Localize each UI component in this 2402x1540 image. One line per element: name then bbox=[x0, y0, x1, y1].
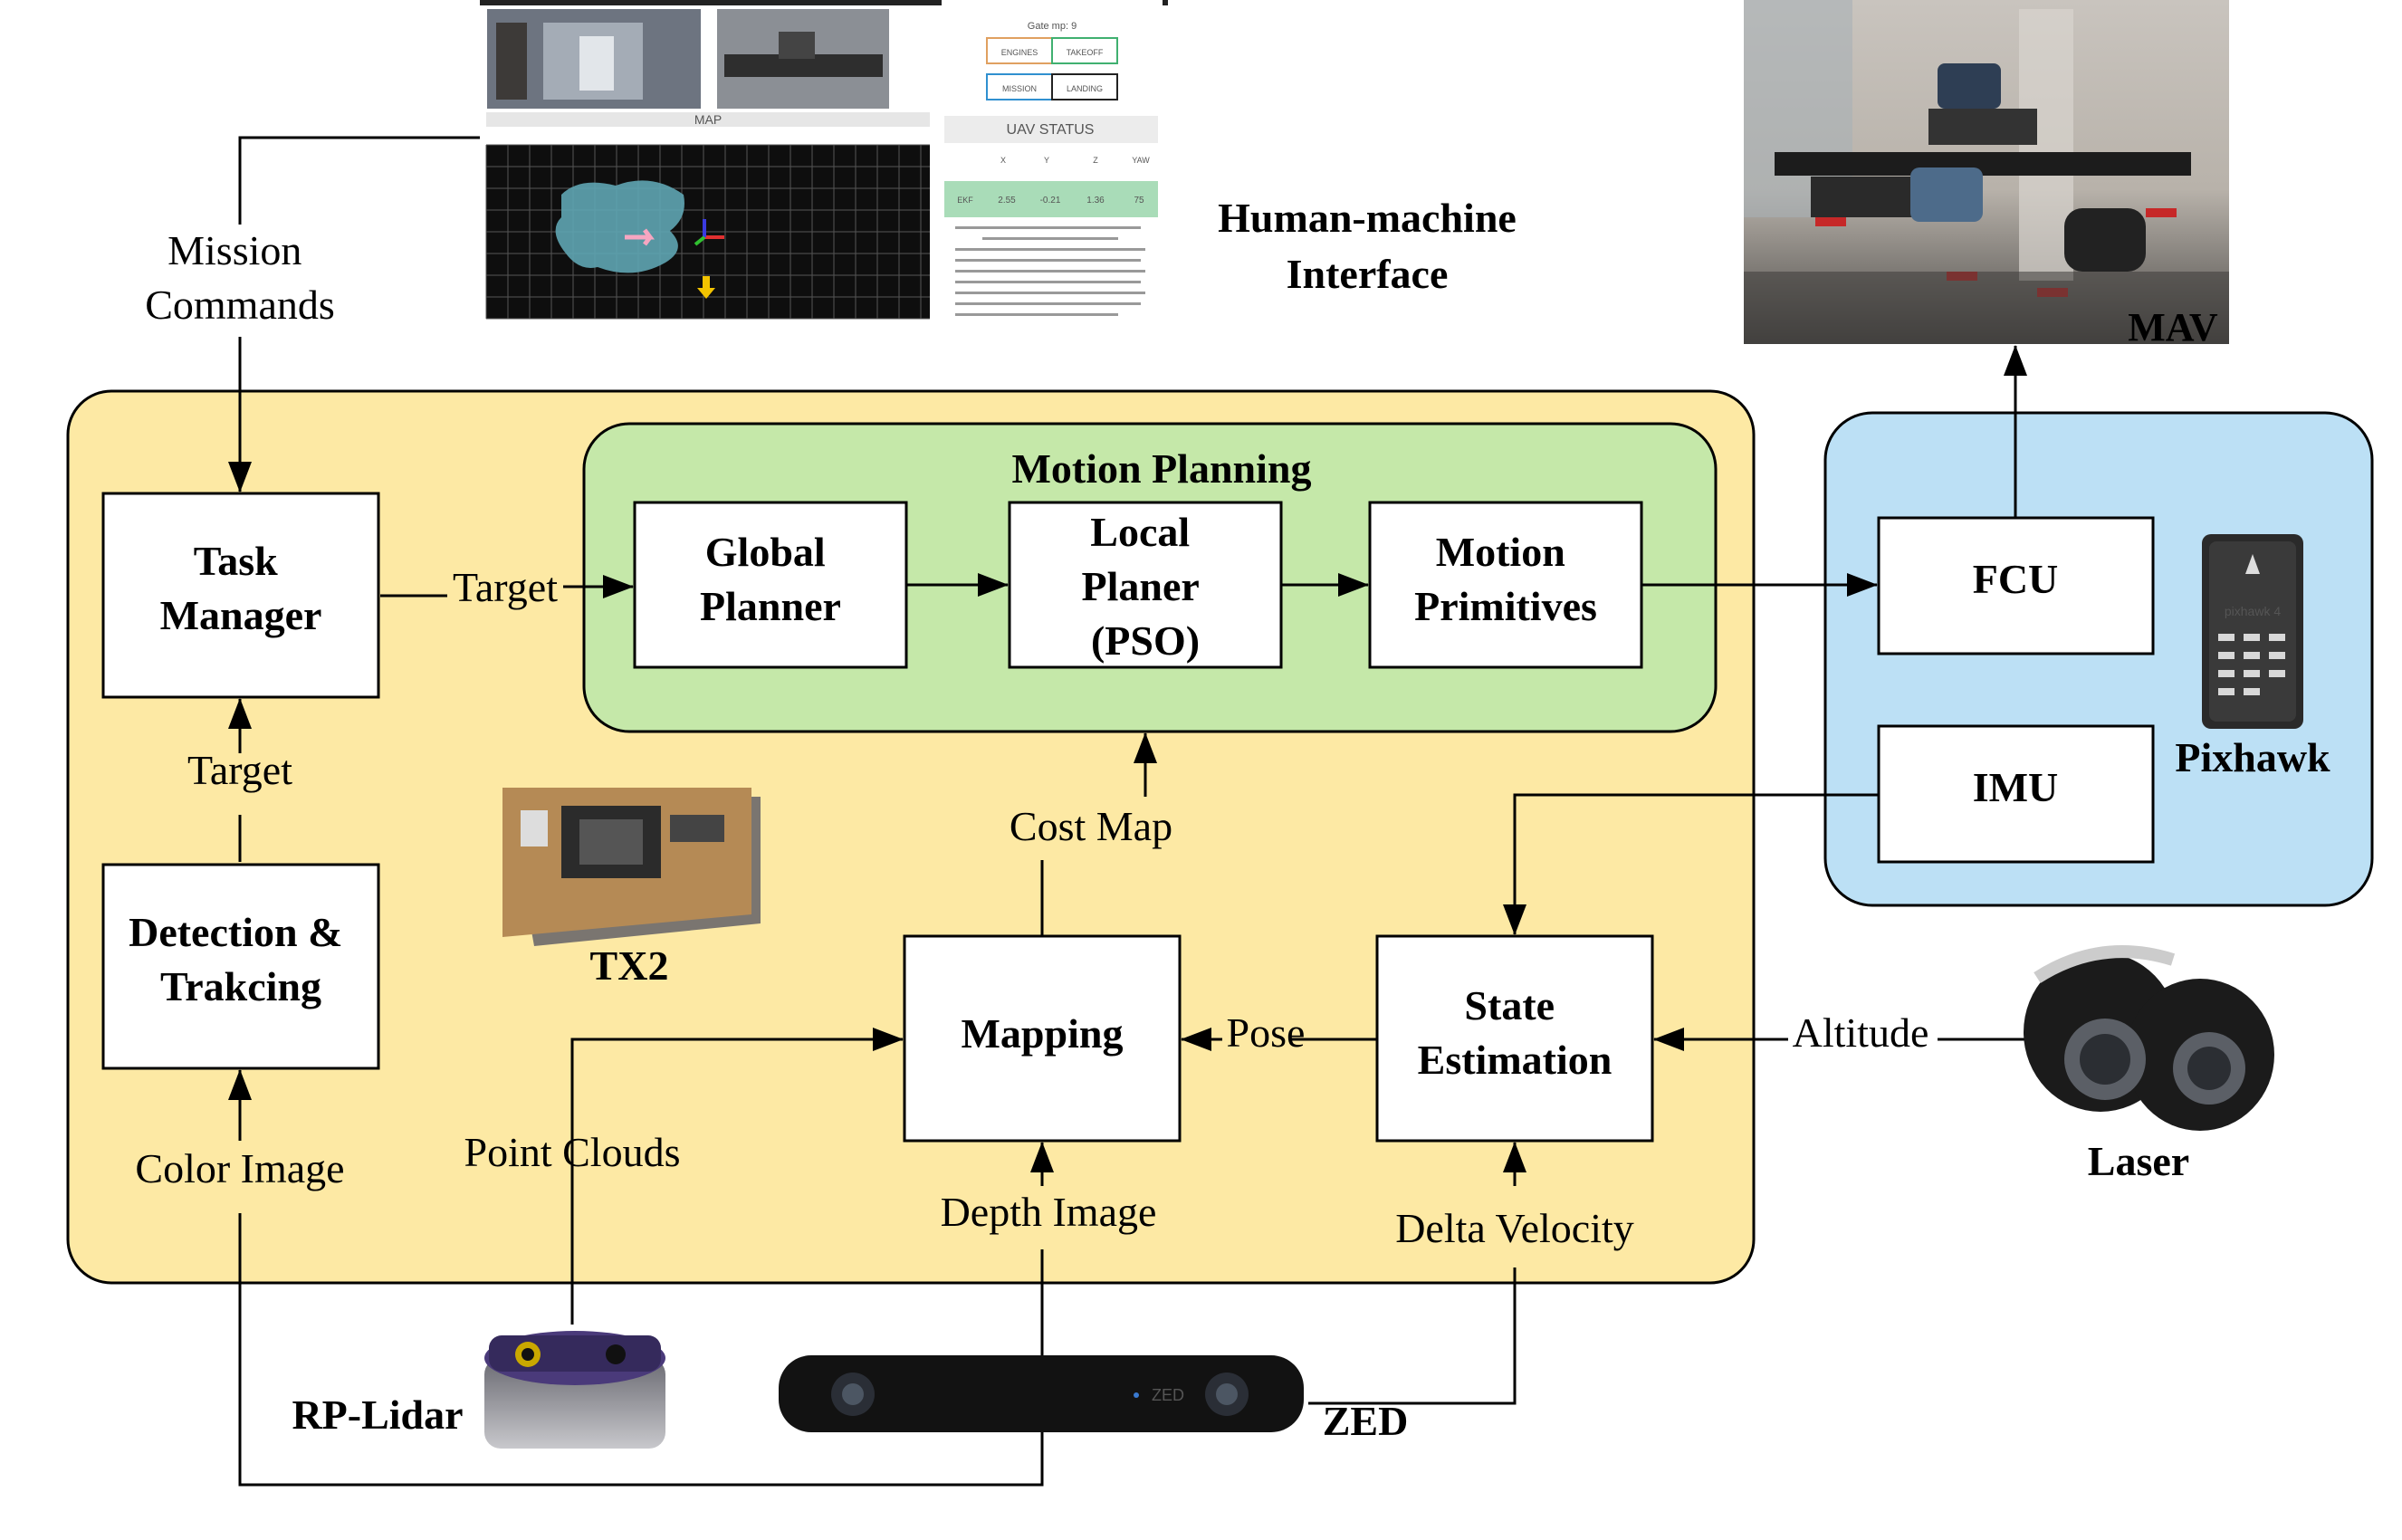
imu-box bbox=[1877, 724, 2155, 864]
task-manager-label: Task Manager bbox=[160, 538, 322, 638]
laser-sensor-icon bbox=[2024, 945, 2274, 1131]
state-estimation-label: State Estimation bbox=[1418, 982, 1612, 1083]
fcu-label: FCU bbox=[1973, 556, 2059, 602]
status-header-z: Z bbox=[1093, 156, 1098, 165]
map-title: MAP bbox=[694, 112, 722, 127]
landing-button-label: LANDING bbox=[1067, 84, 1103, 93]
imu-to-state-edge bbox=[1503, 793, 1879, 935]
mission-commands-edge bbox=[238, 136, 480, 225]
mav-label: MAV bbox=[2128, 305, 2218, 349]
local-planer-box bbox=[1008, 501, 1283, 669]
status-y-value: -0.21 bbox=[1040, 196, 1061, 206]
depth-image-label: Depth Image bbox=[941, 1189, 1157, 1235]
zed-camera-icon: ZED bbox=[779, 1355, 1304, 1432]
hmi-title-line1: Human-machine bbox=[1218, 195, 1517, 241]
mapping-label: Mapping bbox=[962, 1010, 1124, 1057]
laser-label: Laser bbox=[2088, 1138, 2189, 1184]
hmi-title-line2: Interface bbox=[1287, 251, 1449, 297]
status-z-value: 1.36 bbox=[1086, 196, 1105, 206]
mission-button[interactable] bbox=[986, 73, 1053, 100]
tx2-label: TX2 bbox=[590, 942, 669, 989]
engines-button-label: ENGINES bbox=[1001, 48, 1038, 57]
takeoff-button-label: TAKEOFF bbox=[1067, 48, 1104, 57]
target-label-up: Target bbox=[187, 747, 292, 793]
motion-primitives-box bbox=[1368, 501, 1643, 669]
status-row bbox=[944, 181, 1158, 217]
mission-commands-label: Mission Commands bbox=[145, 227, 335, 328]
takeoff-button[interactable] bbox=[1051, 37, 1118, 64]
cost-map-label: Cost Map bbox=[1010, 803, 1172, 849]
landing-button[interactable] bbox=[1051, 73, 1118, 100]
status-row-label: EKF bbox=[957, 196, 973, 205]
point-clouds-label: Point Clouds bbox=[464, 1129, 680, 1175]
delta-velocity-label: Delta Velocity bbox=[1395, 1205, 1634, 1251]
local-planer-label: Local Planer (PSO) bbox=[1082, 509, 1210, 664]
status-header-yaw: YAW bbox=[1132, 156, 1150, 165]
rp-lidar-icon bbox=[484, 1331, 665, 1449]
pose-label: Pose bbox=[1227, 1009, 1306, 1056]
motion-primitives-label: Motion Primitives bbox=[1414, 529, 1597, 629]
uav-status-title: UAV STATUS bbox=[1007, 122, 1095, 138]
detection-tracking-box bbox=[101, 863, 380, 1070]
zed-label: ZED bbox=[1323, 1398, 1409, 1444]
mapping-box bbox=[903, 934, 1182, 1143]
point-clouds-edge bbox=[570, 1028, 904, 1325]
color-image-label: Color Image bbox=[135, 1145, 344, 1191]
pixhawk-label: Pixhawk bbox=[2175, 734, 2330, 780]
state-estimation-box bbox=[1375, 934, 1654, 1143]
detection-tracking-label: Detection & Trakcing bbox=[129, 909, 353, 1009]
motion-planning-title: Motion Planning bbox=[1011, 445, 1311, 492]
log-console bbox=[944, 217, 1158, 317]
gate-info: Gate mp: 9 bbox=[1028, 21, 1077, 32]
status-yaw-value: 75 bbox=[1134, 196, 1144, 206]
hmi-screenshot: MAP Gate mp: 9 ENGINES TAKEOFF MISSION L… bbox=[480, 0, 1168, 320]
tx2-board-icon bbox=[502, 788, 761, 946]
task-manager-box bbox=[101, 492, 380, 699]
target-label-right: Target bbox=[453, 564, 558, 610]
status-header-x: X bbox=[1000, 156, 1006, 165]
status-header-y: Y bbox=[1044, 156, 1049, 165]
mission-button-label: MISSION bbox=[1002, 84, 1037, 93]
pixhawk-icon: pixhawk 4 bbox=[2202, 534, 2303, 729]
pixhawk-brand-text: pixhawk 4 bbox=[2225, 604, 2281, 618]
global-planner-label: Global Planner bbox=[700, 529, 841, 629]
imu-label: IMU bbox=[1973, 764, 2059, 810]
status-x-value: 2.55 bbox=[998, 196, 1016, 206]
rp-lidar-label: RP-Lidar bbox=[292, 1392, 463, 1438]
zed-brand-text: ZED bbox=[1152, 1386, 1184, 1404]
fcu-box bbox=[1877, 516, 2155, 655]
delta-velocity-edge bbox=[1308, 1267, 1517, 1405]
map-point-cloud bbox=[555, 180, 684, 273]
global-planner-box bbox=[633, 501, 908, 669]
mav-photo bbox=[1744, 0, 2229, 344]
altitude-label: Altitude bbox=[1793, 1009, 1929, 1056]
